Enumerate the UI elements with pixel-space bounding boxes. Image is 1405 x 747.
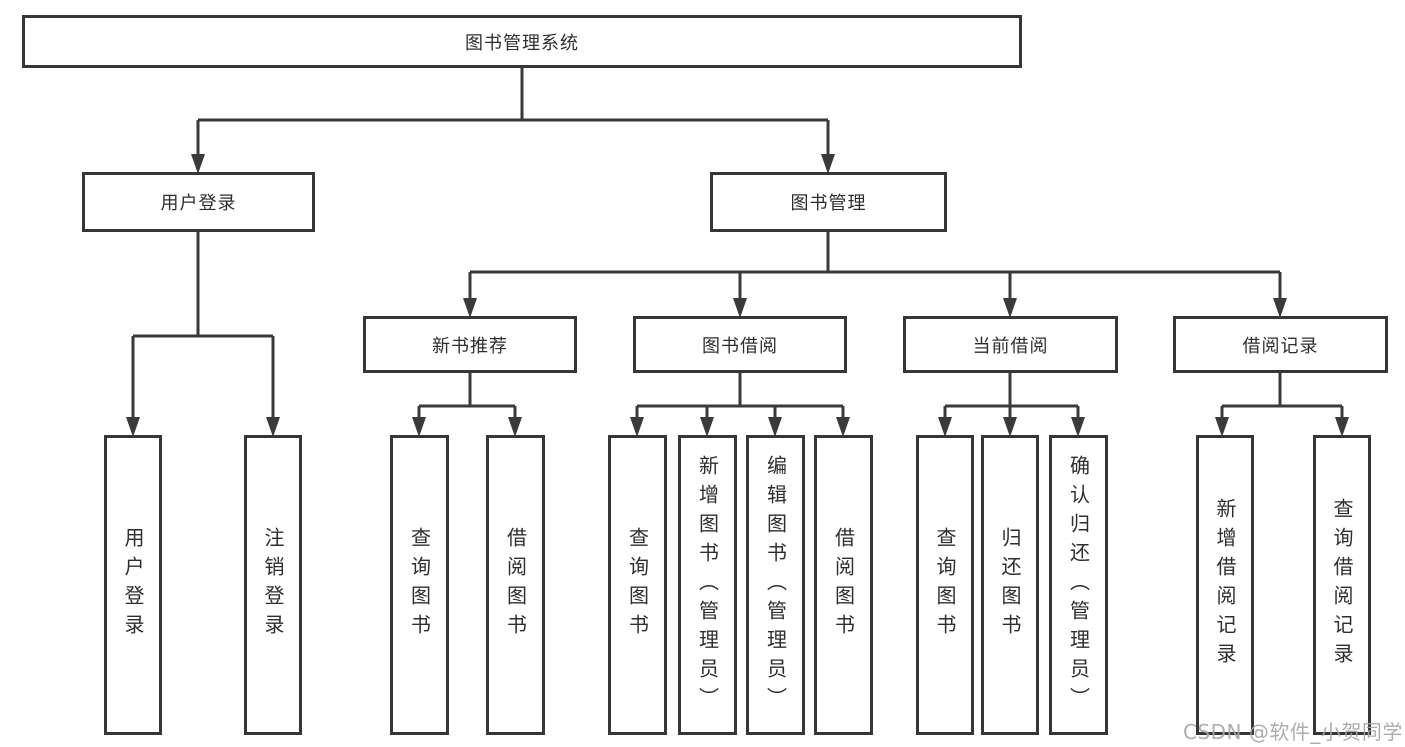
node-root-label: 图书管理系统: [465, 32, 579, 54]
arrowhead: [1273, 298, 1287, 318]
connector-borrow-records-to-leaves: [1215, 373, 1349, 437]
leaf-add-books-admin-label: 新增图书（管理员）: [695, 454, 720, 716]
leaf-query-books-1-label: 查询图书: [407, 527, 432, 643]
connector-root-to-level2: [191, 68, 835, 174]
arrowhead: [630, 417, 644, 437]
arrowhead: [126, 417, 140, 437]
connector-user-login-to-leaves: [126, 232, 280, 437]
arrowhead: [768, 417, 782, 437]
leaf-add-books-admin: 新增图书（管理员）: [678, 435, 737, 735]
node-new-book-recommend: 新书推荐: [363, 316, 577, 373]
leaf-confirm-return-admin-label: 确认归还（管理员）: [1066, 454, 1091, 716]
node-root-system: 图书管理系统: [22, 15, 1022, 68]
arrowhead: [938, 417, 952, 437]
node-book-management-group: 图书管理: [710, 172, 947, 232]
node-current-borrowing-label: 当前借阅: [972, 335, 1049, 357]
leaf-logout: 注销登录: [244, 435, 302, 735]
arrowhead: [700, 417, 714, 437]
leaf-query-books-3: 查询图书: [916, 435, 974, 735]
connector-new-book-rec-to-leaves: [412, 373, 522, 437]
connector-book-mgmt-to-level3: [463, 232, 1287, 318]
csdn-watermark: CSDN @软件_小贺同学: [1183, 720, 1403, 744]
leaf-logout-label: 注销登录: [261, 527, 285, 643]
arrowhead: [1335, 417, 1349, 437]
arrowhead: [1215, 417, 1229, 437]
node-book-borrowing-label: 图书借阅: [702, 335, 778, 357]
arrowhead: [191, 154, 205, 174]
leaf-add-borrow-record: 新增借阅记录: [1196, 435, 1254, 735]
leaf-query-books-2-label: 查询图书: [625, 527, 650, 643]
arrowhead: [821, 154, 835, 174]
leaf-return-books: 归还图书: [981, 435, 1039, 735]
node-user-login-label: 用户登录: [160, 193, 237, 214]
arrowhead: [1071, 417, 1085, 437]
node-new-book-recommend-label: 新书推荐: [432, 335, 508, 357]
arrowhead: [733, 298, 747, 318]
arrowhead: [463, 298, 477, 318]
node-user-login-group: 用户登录: [82, 172, 315, 232]
leaf-query-books-1: 查询图书: [390, 435, 449, 735]
node-book-borrowing: 图书借阅: [633, 316, 847, 373]
arrowhead: [1003, 298, 1017, 318]
leaf-borrow-books-2: 借阅图书: [814, 435, 873, 735]
node-borrowing-records-label: 借阅记录: [1242, 335, 1319, 357]
node-book-management-label: 图书管理: [790, 193, 867, 214]
arrowhead: [412, 417, 426, 437]
connector-book-borrow-to-leaves: [630, 373, 850, 437]
arrowhead: [1003, 417, 1017, 437]
node-current-borrowing: 当前借阅: [903, 316, 1118, 373]
leaf-confirm-return-admin: 确认归还（管理员）: [1049, 435, 1108, 735]
arrowhead: [836, 417, 850, 437]
arrowhead: [266, 417, 280, 437]
leaf-query-books-2: 查询图书: [608, 435, 667, 735]
arrowhead: [508, 417, 522, 437]
leaf-query-borrow-record-label: 查询借阅记录: [1330, 498, 1354, 672]
leaf-borrow-books-1: 借阅图书: [486, 435, 545, 735]
node-borrowing-records: 借阅记录: [1173, 316, 1388, 373]
connector-current-borrow-to-leaves: [938, 373, 1085, 437]
leaf-borrow-books-1-label: 借阅图书: [503, 527, 528, 643]
leaf-add-borrow-record-label: 新增借阅记录: [1213, 498, 1237, 672]
leaf-return-books-label: 归还图书: [998, 527, 1022, 643]
leaf-query-books-3-label: 查询图书: [933, 527, 957, 643]
leaf-query-borrow-record: 查询借阅记录: [1313, 435, 1371, 735]
leaf-edit-books-admin-label: 编辑图书（管理员）: [763, 454, 788, 716]
leaf-edit-books-admin: 编辑图书（管理员）: [746, 435, 805, 735]
leaf-user-login: 用户登录: [104, 435, 162, 735]
leaf-user-login-label: 用户登录: [121, 527, 145, 643]
leaf-borrow-books-2-label: 借阅图书: [831, 527, 856, 643]
